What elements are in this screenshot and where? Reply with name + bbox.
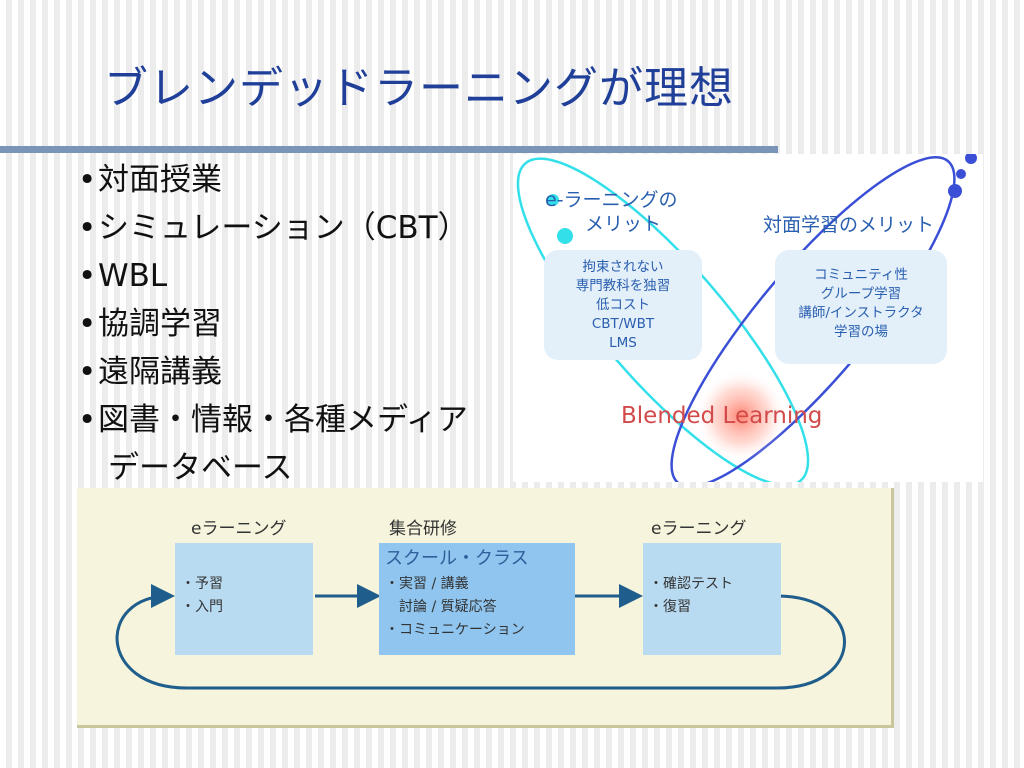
glow-spot [695,370,787,462]
orbit-node [965,154,977,164]
mid-stage-header: 集合研修 [389,519,457,539]
f2f-merit-list: コミュニティ性 グループ学習 講師/インストラクタ 学習の場 [775,266,947,342]
title-divider [0,146,778,153]
bullet-item: •対面授業 [78,156,518,204]
merit-item: グループ学習 [820,286,902,302]
stage-item: ・入門 [181,599,223,615]
left-stage-box: ・予習 ・入門 [175,543,313,655]
stage-item: ・実習 / 講義 [385,576,469,592]
merit-item: 学習の場 [834,324,888,340]
stage-item: ・確認テスト [649,576,733,592]
mid-stage-box: スクール・クラス ・実習 / 講義 討論 / 質疑応答 ・コミュニケーション [379,543,575,655]
orbit-node [547,194,559,206]
f2f-merit-title: 対面学習のメリット [763,214,935,236]
orbit-node [948,184,962,198]
slide-title: ブレンデッドラーニングが理想 [104,63,734,114]
f2f-merit-box [775,250,947,364]
left-stage-header: eラーニング [191,519,287,539]
bullet-item: •協調学習 [78,300,518,348]
stage-item: ・復習 [649,599,691,615]
merit-item: 専門教科を独習 [575,278,671,294]
bullet-marker: • [78,306,97,342]
e-learning-merit-list: 拘束されない 専門教科を独習 低コスト CBT/WBT LMS [544,258,702,353]
stage-item: ・予習 [181,576,223,592]
mid-stage-title: スクール・クラス [385,548,529,569]
bullet-item: •WBL [78,252,518,300]
bullet-list: •対面授業 •シミュレーション（CBT） •WBL •協調学習 •遠隔講義 •図… [78,156,518,492]
bullet-item: •図書・情報・各種メディア [78,396,518,444]
bullet-marker: • [78,354,97,390]
merit-item: 講師/インストラクタ [798,305,924,321]
merit-item: LMS [609,335,637,351]
stage-item: ・コミュニケーション [385,622,525,638]
stage-item: 討論 / 質疑応答 [385,599,497,615]
merit-item: 拘束されない [582,259,664,275]
orbit-node [956,169,966,179]
merit-item: コミュニティ性 [814,267,908,283]
bullet-marker: • [78,210,97,246]
bullet-marker: • [78,162,97,198]
learning-flow-diagram: eラーニング 集合研修 eラーニング ・予習 ・入門 スクール・クラス ・実習 … [77,488,894,728]
bullet-item: •シミュレーション（CBT） [78,204,518,252]
e-learning-merit-title: e-ラーニングの メリット [545,189,678,235]
bullet-item: •遠隔講義 [78,348,518,396]
merit-item: 低コスト [596,297,650,313]
return-loop-arrow [115,584,846,690]
right-stage-box: ・確認テスト ・復習 [643,543,781,655]
e-learning-merit-box [544,250,702,360]
orbit-node [557,228,573,244]
bullet-marker: • [78,402,97,438]
bullet-item-continuation: データベース [108,450,293,486]
flow-arrows [115,584,846,690]
left-orbit-ellipse [516,157,810,482]
right-stage-header: eラーニング [651,519,747,539]
bullet-marker: • [78,258,97,294]
blended-learning-diagram: e-ラーニングの メリット 対面学習のメリット 拘束されない 専門教科を独習 低… [513,154,983,482]
blended-learning-label: Blended Learning [621,403,823,429]
merit-item: CBT/WBT [591,316,655,332]
